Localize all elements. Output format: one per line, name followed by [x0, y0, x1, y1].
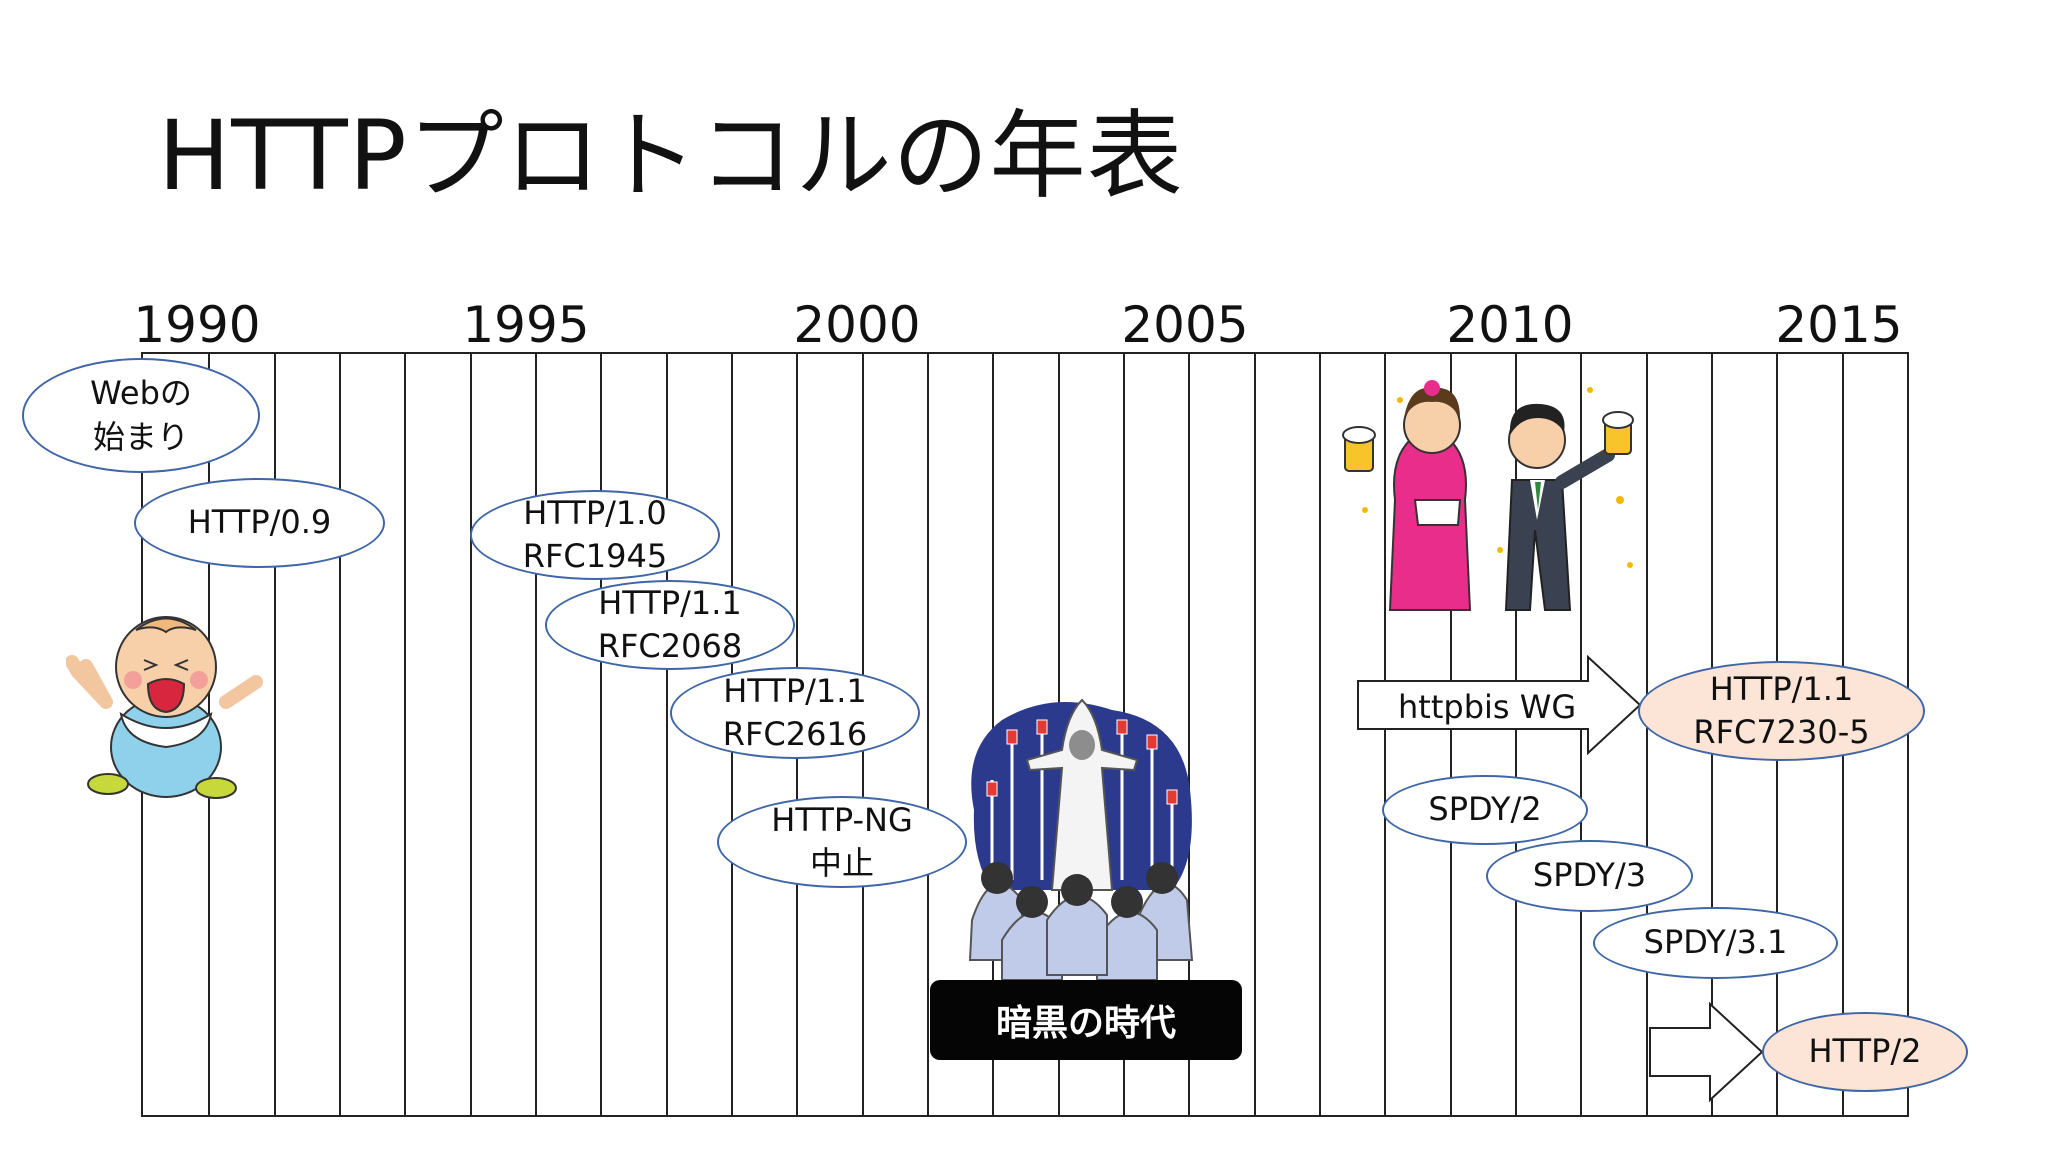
- bubble-line: RFC2616: [722, 715, 868, 753]
- bubble-http11-rfc2068: HTTP/1.1 RFC2068: [545, 580, 795, 670]
- httpbis-arrow: [1357, 655, 1642, 755]
- year-gridline: [1449, 354, 1452, 1115]
- bubble-line: HTTP-NG: [771, 800, 913, 839]
- bubble-line: SPDY/2: [1428, 790, 1542, 829]
- year-gridline: [339, 354, 341, 1115]
- bubble-line: HTTP/1.1: [723, 671, 867, 710]
- bubble-line: HTTP/1.0: [523, 493, 667, 532]
- year-gridline: [1645, 354, 1648, 1115]
- bubble-line: 始まり: [92, 417, 189, 456]
- crying-baby-illustration: [66, 616, 263, 799]
- bubble-line: HTTP/1.1: [1709, 669, 1854, 708]
- bubble-http11-rfc7230: HTTP/1.1 RFC7230-5: [1638, 661, 1925, 761]
- bubble-http11-rfc2616: HTTP/1.1 RFC2616: [670, 667, 920, 759]
- bubble-line: HTTP/2: [1808, 1032, 1922, 1071]
- year-gridline: [665, 354, 668, 1115]
- bubble-http2: HTTP/2: [1762, 1012, 1968, 1092]
- year-gridline: [404, 354, 407, 1115]
- year-gridline: [469, 354, 472, 1115]
- celebrating-couple-illustration: [1342, 380, 1634, 611]
- bubble-http10: HTTP/1.0 RFC1945: [470, 490, 720, 580]
- httpbis-label: httpbis WG: [1398, 688, 1577, 726]
- dark-cult-illustration: [968, 698, 1194, 980]
- bubble-line: SPDY/3.1: [1643, 923, 1788, 962]
- bubble-http-ng: HTTP-NG 中止: [717, 796, 967, 888]
- bubble-line: SPDY/3: [1532, 856, 1647, 895]
- year-gridline: [1318, 354, 1321, 1115]
- year-label-2010: 2010: [1446, 296, 1574, 354]
- year-gridline: [1384, 354, 1387, 1115]
- year-label-1995: 1995: [462, 296, 590, 354]
- dark-age-label: 暗黒の時代: [930, 980, 1242, 1060]
- year-gridline: [1253, 354, 1256, 1115]
- year-gridline: [1188, 354, 1191, 1115]
- year-gridline: [273, 354, 276, 1115]
- bubble-line: RFC1945: [522, 537, 668, 575]
- bubble-web-start: Webの 始まり: [22, 358, 260, 473]
- year-label-1990: 1990: [133, 296, 261, 354]
- bubble-spdy31: SPDY/3.1: [1593, 907, 1838, 979]
- page-title: HTTPプロトコルの年表: [158, 100, 1184, 212]
- bubble-spdy3: SPDY/3: [1486, 840, 1693, 912]
- year-gridline: [535, 354, 537, 1115]
- year-label-2015: 2015: [1775, 296, 1903, 354]
- year-gridline: [600, 354, 603, 1115]
- year-gridline: [1580, 354, 1583, 1115]
- bubble-line: RFC7230-5: [1693, 713, 1870, 751]
- bubble-line: HTTP/0.9: [187, 503, 332, 542]
- bubble-line: RFC2068: [597, 627, 743, 665]
- year-gridline: [1515, 354, 1517, 1115]
- bubble-line: HTTP/1.1: [598, 583, 742, 622]
- year-label-2000: 2000: [793, 296, 921, 354]
- http2-arrow: [1649, 1002, 1764, 1102]
- year-label-2005: 2005: [1121, 296, 1249, 354]
- bubble-line: Webの: [90, 374, 192, 413]
- year-gridline: [927, 354, 929, 1115]
- bubble-line: 中止: [809, 844, 874, 882]
- bubble-spdy2: SPDY/2: [1382, 775, 1588, 845]
- bubble-http09: HTTP/0.9: [134, 478, 385, 568]
